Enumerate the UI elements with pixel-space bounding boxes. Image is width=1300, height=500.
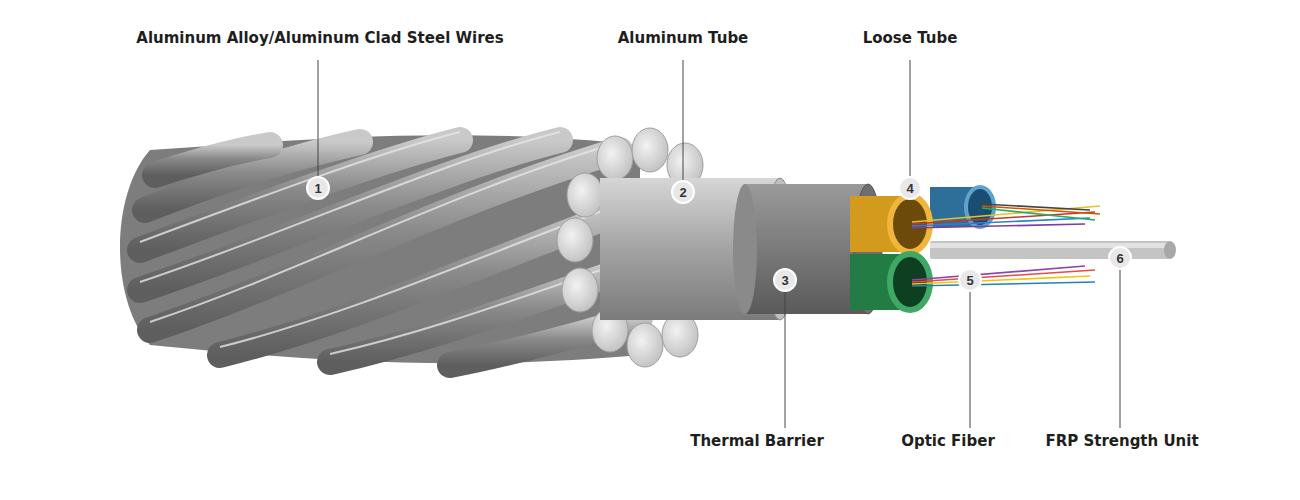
part-name: Aluminum Alloy/Aluminum Clad Steel Wires bbox=[136, 29, 503, 47]
callout-circles bbox=[307, 177, 1131, 291]
part-name: Loose Tube bbox=[863, 29, 958, 47]
part-name: Thermal Barrier bbox=[690, 432, 824, 450]
part-name: Optic Fiber bbox=[901, 432, 995, 450]
callout-number: 5 bbox=[966, 273, 973, 288]
optic-fibers bbox=[912, 204, 1100, 286]
callout-number: 6 bbox=[1116, 251, 1123, 266]
callout-number: 1 bbox=[314, 181, 321, 196]
callout-number: 3 bbox=[781, 273, 788, 288]
part-name: Aluminum Tube bbox=[618, 29, 749, 47]
callout-number: 4 bbox=[906, 181, 913, 196]
leader-lines bbox=[318, 60, 1120, 428]
part-name: FRP Strength Unit bbox=[1045, 432, 1198, 450]
frp-rod bbox=[930, 241, 1176, 259]
loose-tubes bbox=[850, 187, 994, 310]
stranded-wires bbox=[120, 132, 640, 365]
callout-number: 2 bbox=[679, 185, 686, 200]
